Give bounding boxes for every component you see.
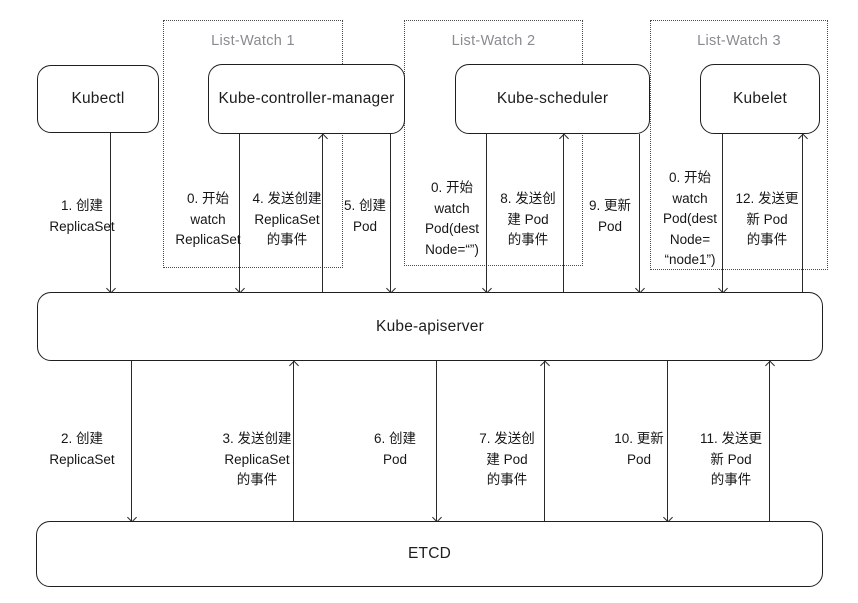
node-kube-apiserver: Kube-apiserver (37, 292, 823, 361)
group-list-watch-1: List-Watch 1 (163, 20, 343, 268)
edge-label-step9: 9. 更新 Pod (588, 198, 632, 234)
edge-label-step4: 4. 发送创建 ReplicaSet 的事件 (252, 191, 322, 247)
arrow-step8-apiserver-to-scheduler (563, 134, 565, 292)
edge-label-step1: 1. 创建 ReplicaSet (49, 198, 115, 234)
arrow-step2-apiserver-to-etcd (131, 361, 133, 521)
node-etcd: ETCD (36, 521, 823, 587)
edge-label-step10: 10. 更新 Pod (614, 431, 664, 467)
edge-label-step11: 11. 发送更 新 Pod 的事件 (699, 431, 763, 487)
group-list-watch-3-label: List-Watch 3 (697, 33, 781, 49)
edge-label-step0c: 0. 开始 watch Pod(dest Node= “node1”) (662, 170, 718, 267)
arrow-step0a-controller-to-apiserver (239, 134, 241, 292)
node-kubectl: Kubectl (37, 65, 159, 133)
group-list-watch-2: List-Watch 2 (404, 20, 583, 266)
group-list-watch-3: List-Watch 3 (650, 20, 828, 270)
arrow-step7-etcd-to-apiserver (544, 361, 546, 521)
edge-label-step2: 2. 创建 ReplicaSet (49, 431, 115, 467)
arrow-step6-apiserver-to-etcd (436, 361, 438, 521)
edge-label-step6: 6. 创建 Pod (373, 431, 417, 467)
edge-label-step12: 12. 发送更 新 Pod 的事件 (735, 191, 799, 247)
edge-label-step3: 3. 发送创建 ReplicaSet 的事件 (222, 431, 292, 487)
arrow-step9-scheduler-to-apiserver (639, 134, 641, 292)
edge-label-step7: 7. 发送创 建 Pod 的事件 (479, 431, 535, 487)
arrow-step3-etcd-to-apiserver (293, 361, 295, 521)
arrow-step10-apiserver-to-etcd (667, 361, 669, 521)
node-kubelet: Kubelet (700, 64, 820, 134)
arrow-step5-controller-to-apiserver (390, 134, 392, 292)
arrow-step1-kubectl-to-apiserver (110, 133, 112, 292)
group-list-watch-1-label: List-Watch 1 (211, 33, 295, 49)
arrow-step12-apiserver-to-kubelet (802, 134, 804, 292)
edge-label-step0b: 0. 开始 watch Pod(dest Node=“”) (424, 180, 480, 257)
node-kube-controller-manager: Kube-controller-manager (208, 64, 405, 134)
node-kube-scheduler: Kube-scheduler (455, 64, 650, 134)
arrow-step0c-kubelet-to-apiserver (722, 134, 724, 292)
group-list-watch-2-label: List-Watch 2 (451, 33, 536, 49)
arrow-step0b-scheduler-to-apiserver (486, 134, 488, 292)
edge-label-step8: 8. 发送创 建 Pod 的事件 (500, 191, 556, 247)
edge-label-step0a: 0. 开始 watch ReplicaSet (175, 191, 241, 247)
arrow-step11-etcd-to-apiserver (769, 361, 771, 521)
edge-label-step5: 5. 创建 Pod (343, 198, 387, 234)
arrow-step4-apiserver-to-controller (322, 134, 324, 292)
